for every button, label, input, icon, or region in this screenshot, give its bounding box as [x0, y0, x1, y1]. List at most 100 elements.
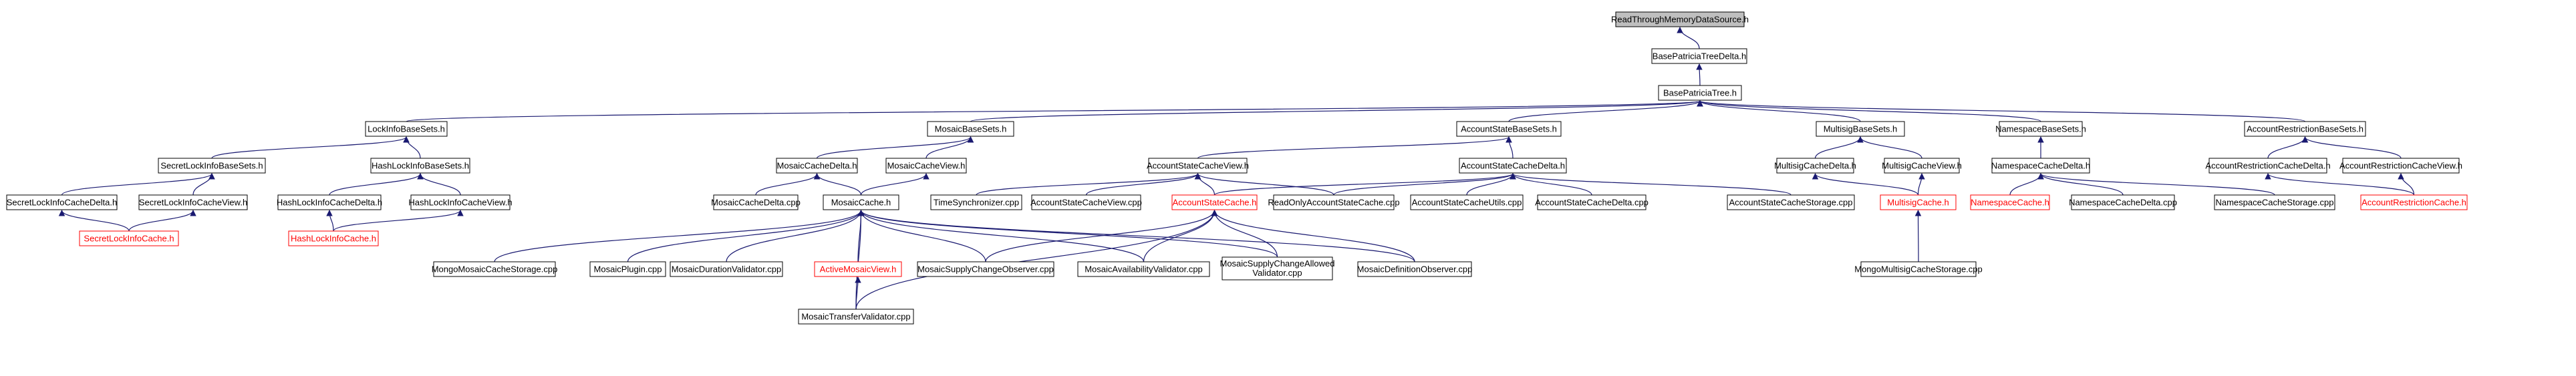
node-namespacecachedelta-cpp[interactable]: NamespaceCacheDelta.cpp: [2069, 194, 2177, 210]
node-box: [1651, 48, 1747, 64]
node-mosaicdefinitionobserver-cpp[interactable]: MosaicDefinitionObserver.cpp: [1357, 261, 1473, 277]
node-readonlyaccountstatecache-cpp[interactable]: ReadOnlyAccountStateCache.cpp: [1268, 194, 1400, 210]
edge-n35-to-n17: [2037, 173, 2124, 196]
node-label: AccountStateCache.h: [1173, 198, 1257, 208]
node-mosaicdurationvalidator-cpp[interactable]: MosaicDurationValidator.cpp: [670, 261, 783, 277]
node-accountstatebasesets-h[interactable]: AccountStateBaseSets.h: [1456, 121, 1562, 137]
node-accountrestrictioncache-h[interactable]: AccountRestrictionCache.h: [2360, 194, 2468, 210]
node-label: NamespaceCache.h: [1971, 198, 2049, 208]
node-mosaiccache-h[interactable]: MosaicCache.h: [823, 194, 899, 210]
node-box: [713, 194, 799, 210]
node-secretlockinfobasesets-h[interactable]: SecretLockInfoBaseSets.h: [158, 158, 266, 174]
edge-n12-to-n4: [925, 136, 974, 159]
edge-n3-to-n2: [406, 100, 1703, 122]
node-accountrestrictioncacheview-h[interactable]: AccountRestrictionCacheView.h: [2339, 158, 2462, 174]
node-box: [1222, 256, 1333, 280]
node-label: MosaicCacheDelta.cpp: [711, 198, 801, 208]
edge-n45-to-n25: [857, 210, 1145, 262]
edge-n20-to-n9: [61, 173, 215, 196]
node-label: HashLockInfoCache.h: [291, 234, 376, 244]
node-box: [2071, 194, 2175, 210]
node-label: AccountStateCacheStorage.cpp: [1729, 198, 1852, 208]
node-accountstatecachedelta-cpp[interactable]: AccountStateCacheDelta.cpp: [1535, 194, 1649, 210]
edge-n39-to-n22: [326, 210, 334, 232]
node-hashlockinfocache-h[interactable]: HashLockInfoCache.h: [288, 230, 379, 246]
node-mosaicbasesets-h[interactable]: MosaicBaseSets.h: [927, 121, 1014, 137]
node-box: [158, 158, 266, 174]
node-box: [1459, 158, 1567, 174]
node-label: NamespaceCacheDelta.cpp: [2069, 198, 2177, 208]
edge-n25-to-n12: [860, 173, 929, 196]
nodes-layer: ReadThroughMemoryDataSource.hBasePatrici…: [6, 11, 2468, 325]
node-namespacecachedelta-h[interactable]: NamespaceCacheDelta.h: [1991, 158, 2090, 174]
node-mosaiccachedelta-h[interactable]: MosaicCacheDelta.h: [776, 158, 858, 174]
edge-n47-to-n28: [1211, 210, 1415, 262]
edge-n48-to-n33: [1914, 210, 1922, 262]
node-box: [1880, 194, 1957, 210]
node-label: MosaicPlugin.cpp: [594, 264, 662, 274]
edge-n14-to-n5: [1506, 136, 1514, 159]
node-accountstatecache-h[interactable]: AccountStateCache.h: [1171, 194, 1258, 210]
edge-n47-to-n25: [857, 210, 1415, 262]
node-label: MosaicSupplyChangeAllowed: [1220, 258, 1335, 268]
node-accountstatecachestorage-cpp[interactable]: AccountStateCacheStorage.cpp: [1727, 194, 1855, 210]
node-label: LockInfoBaseSets.h: [368, 124, 445, 134]
node-mosaicavailabilityvalidator-cpp[interactable]: MosaicAvailabilityValidator.cpp: [1077, 261, 1210, 277]
node-accountrestrictionbasesets-h[interactable]: AccountRestrictionBaseSets.h: [2244, 121, 2366, 137]
node-activemosaicview-h[interactable]: ActiveMosaicView.h: [814, 261, 902, 277]
edge-n15-to-n6: [1814, 136, 1864, 159]
node-mosaicsupplychangeobserver-cpp[interactable]: MosaicSupplyChangeObserver.cpp: [917, 261, 1054, 277]
node-readthroughmemorydatasource-h[interactable]: ReadThroughMemoryDataSource.h: [1611, 11, 1749, 27]
node-accountrestrictioncachedelta-h[interactable]: AccountRestrictionCacheDelta.h: [2205, 158, 2331, 174]
node-label: BasePatriciaTree.h: [1663, 88, 1737, 98]
node-lockinfobasesets-h[interactable]: LockInfoBaseSets.h: [365, 121, 448, 137]
edge-n28-to-n14: [1213, 173, 1516, 196]
node-secretlockinfocacheview-h[interactable]: SecretLockInfoCacheView.h: [138, 194, 248, 210]
node-multisigcache-h[interactable]: MultisigCache.h: [1880, 194, 1957, 210]
node-mongomultisigcachestorage-cpp[interactable]: MongoMultisigCacheStorage.cpp: [1854, 261, 1983, 277]
node-mosaiccacheview-h[interactable]: MosaicCacheView.h: [885, 158, 967, 174]
node-label: HashLockInfoCacheDelta.h: [277, 198, 382, 208]
node-accountstatecacheview-cpp[interactable]: AccountStateCacheView.cpp: [1030, 194, 1142, 210]
node-mosaictransfervalidator-cpp[interactable]: MosaicTransferValidator.cpp: [798, 309, 914, 325]
node-box: [370, 158, 470, 174]
edge-n39-to-n23: [333, 210, 464, 232]
node-label: MongoMosaicCacheStorage.cpp: [432, 264, 558, 274]
node-multisigcacheview-h[interactable]: MultisigCacheView.h: [1882, 158, 1962, 174]
node-secretlockinfocachedelta-h[interactable]: SecretLockInfoCacheDelta.h: [6, 194, 118, 210]
node-box: [1615, 11, 1745, 27]
edge-n16-to-n6: [1857, 136, 1922, 159]
node-label: MongoMultisigCacheStorage.cpp: [1854, 264, 1983, 274]
node-label: MultisigCacheView.h: [1882, 161, 1962, 171]
node-namespacebasesets-h[interactable]: NamespaceBaseSets.h: [1995, 121, 2086, 137]
node-multisigcachedelta-h[interactable]: MultisigCacheDelta.h: [1774, 158, 1856, 174]
node-accountstatecacheview-h[interactable]: AccountStateCacheView.h: [1147, 158, 1249, 174]
node-basepatriciatreedelta-h[interactable]: BasePatriciaTreeDelta.h: [1651, 48, 1747, 64]
node-box: [885, 158, 967, 174]
node-hashlockinfobasesets-h[interactable]: HashLockInfoBaseSets.h: [370, 158, 470, 174]
node-mosaicplugin-cpp[interactable]: MosaicPlugin.cpp: [589, 261, 666, 277]
node-box: [288, 230, 379, 246]
edge-n37-to-n19: [2398, 173, 2415, 196]
node-namespacecache-h[interactable]: NamespaceCache.h: [1970, 194, 2050, 210]
node-hashlockinfocacheview-h[interactable]: HashLockInfoCacheView.h: [408, 194, 513, 210]
node-label: MosaicSupplyChangeObserver.cpp: [917, 264, 1054, 274]
node-accountstatecachedelta-h[interactable]: AccountStateCacheDelta.h: [1459, 158, 1567, 174]
node-hashlockinfocachedelta-h[interactable]: HashLockInfoCacheDelta.h: [277, 194, 382, 210]
node-label: AccountStateCacheView.h: [1147, 161, 1249, 171]
node-basepatriciatree-h[interactable]: BasePatriciaTree.h: [1658, 85, 1742, 101]
node-label: AccountRestrictionCacheView.h: [2339, 161, 2462, 171]
node-namespacecachestorage-cpp[interactable]: NamespaceCacheStorage.cpp: [2214, 194, 2335, 210]
node-multisigbasesets-h[interactable]: MultisigBaseSets.h: [1816, 121, 1905, 137]
edge-n49-to-n43: [855, 276, 861, 310]
node-label: MosaicDefinitionObserver.cpp: [1357, 264, 1473, 274]
edge-n40-to-n25: [494, 210, 865, 262]
node-secretlockinfocache-h[interactable]: SecretLockInfoCache.h: [79, 230, 179, 246]
node-timesynchronizer-cpp[interactable]: TimeSynchronizer.cpp: [930, 194, 1022, 210]
node-label: MosaicCacheView.h: [887, 161, 966, 171]
node-mosaiccachedelta-cpp[interactable]: MosaicCacheDelta.cpp: [711, 194, 801, 210]
node-label: NamespaceBaseSets.h: [1995, 124, 2086, 134]
node-accountstatecacheutils-cpp[interactable]: AccountStateCacheUtils.cpp: [1410, 194, 1524, 210]
node-mongomosaiccachestorage-cpp[interactable]: MongoMosaicCacheStorage.cpp: [432, 261, 558, 277]
